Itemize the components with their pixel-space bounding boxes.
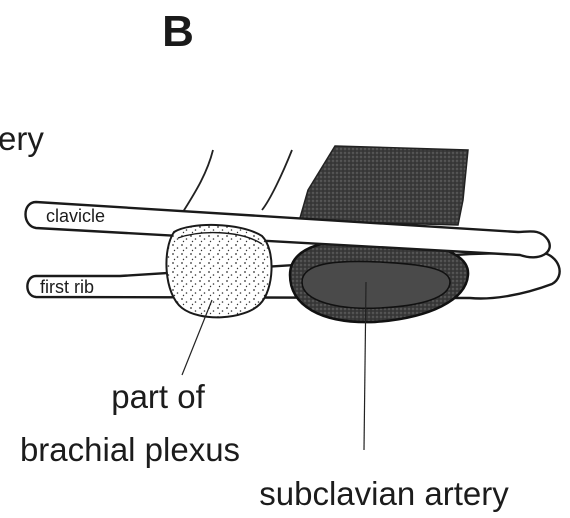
brachial-plexus-label-line1: part of — [111, 378, 205, 415]
brachial-plexus-label-line2: brachial plexus — [20, 431, 240, 468]
brachial-plexus-mass — [166, 225, 271, 317]
first-rib-label: first rib — [40, 277, 94, 297]
subclavian-artery-lumen — [302, 261, 450, 308]
subclavian-artery-label: subclavian artery — [259, 475, 509, 512]
clavicle-label: clavicle — [46, 206, 105, 226]
neck-outline — [178, 150, 213, 220]
neck-outline-2 — [262, 150, 292, 210]
panel-letter: B — [162, 7, 194, 56]
muscle-mass — [300, 146, 468, 225]
artery-partial-label: ery — [0, 120, 44, 157]
